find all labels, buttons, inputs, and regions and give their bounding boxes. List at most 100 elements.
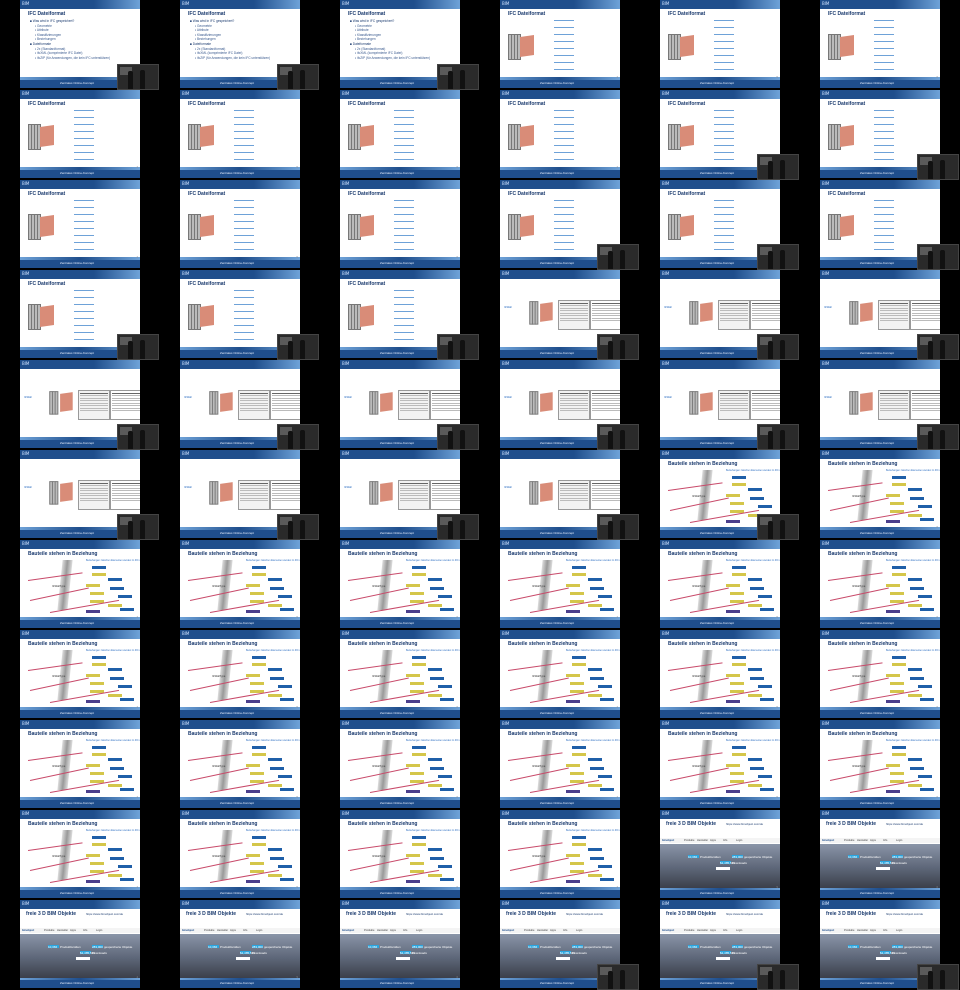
site-nav-link[interactable]: Info xyxy=(403,929,408,932)
site-nav-link[interactable]: Apps xyxy=(70,929,76,932)
site-brand[interactable]: bimobject xyxy=(822,839,835,842)
site-nav-link[interactable]: Info xyxy=(883,929,888,932)
site-nav-link[interactable]: Login xyxy=(256,929,263,932)
register-button[interactable] xyxy=(236,957,250,960)
site-nav-link[interactable]: Produkte xyxy=(844,929,855,932)
site-nav-link[interactable]: Hersteller xyxy=(377,929,389,932)
site-nav-link[interactable]: Login xyxy=(896,839,903,842)
site-nav-link[interactable]: Info xyxy=(723,929,728,932)
site-brand[interactable]: bimobject xyxy=(662,929,675,932)
site-nav-link[interactable]: Produkte xyxy=(524,929,535,932)
source-url[interactable]: https://www.bimobject.com/de xyxy=(726,912,763,916)
site-nav-link[interactable]: Info xyxy=(243,929,248,932)
source-url[interactable]: https://www.bimobject.com/de xyxy=(406,912,443,916)
site-nav-link[interactable]: Apps xyxy=(870,929,876,932)
register-button[interactable] xyxy=(876,867,890,870)
site-nav-link[interactable]: Login xyxy=(736,839,743,842)
source-url[interactable]: https://www.bimobject.com/de xyxy=(566,912,603,916)
source-url[interactable]: https://www.bimobject.com/de xyxy=(246,912,283,916)
site-nav-link[interactable]: Login xyxy=(896,929,903,932)
site-nav-link[interactable]: Produkte xyxy=(684,929,695,932)
register-button[interactable] xyxy=(876,957,890,960)
source-url[interactable]: https://www.bimobject.com/de xyxy=(726,822,763,826)
site-nav-link[interactable]: Hersteller xyxy=(697,929,709,932)
site-nav-link[interactable]: Apps xyxy=(230,929,236,932)
source-url[interactable]: https://www.bimobject.com/de xyxy=(886,912,923,916)
site-nav-link[interactable]: Hersteller xyxy=(857,929,869,932)
site-nav-link[interactable]: Hersteller xyxy=(217,929,229,932)
site-nav-link[interactable]: Login xyxy=(736,929,743,932)
site-nav-link[interactable]: Info xyxy=(563,929,568,932)
site-nav-link[interactable]: Hersteller xyxy=(697,839,709,842)
site-nav-link[interactable]: Info xyxy=(883,839,888,842)
site-nav-link[interactable]: Hersteller xyxy=(57,929,69,932)
site-nav-link[interactable]: Hersteller xyxy=(537,929,549,932)
site-nav-link[interactable]: Info xyxy=(83,929,88,932)
site-nav-link[interactable]: Login xyxy=(416,929,423,932)
site-nav-link[interactable]: Produkte xyxy=(684,839,695,842)
site-brand[interactable]: bimobject xyxy=(182,929,195,932)
site-nav-link[interactable]: Produkte xyxy=(844,839,855,842)
source-url[interactable]: https://www.bimobject.com/de xyxy=(86,912,123,916)
site-brand[interactable]: bimobject xyxy=(22,929,35,932)
site-nav-link[interactable]: Produkte xyxy=(44,929,55,932)
site-brand[interactable]: bimobject xyxy=(502,929,515,932)
site-nav-link[interactable]: Apps xyxy=(870,839,876,842)
site-nav-link[interactable]: Apps xyxy=(710,839,716,842)
site-nav-link[interactable]: Login xyxy=(96,929,103,932)
register-button[interactable] xyxy=(396,957,410,960)
site-nav-link[interactable]: Produkte xyxy=(204,929,215,932)
site-nav-link[interactable]: Apps xyxy=(550,929,556,932)
site-nav-link[interactable]: Produkte xyxy=(364,929,375,932)
site-brand[interactable]: bimobject xyxy=(662,839,675,842)
register-button[interactable] xyxy=(716,867,730,870)
